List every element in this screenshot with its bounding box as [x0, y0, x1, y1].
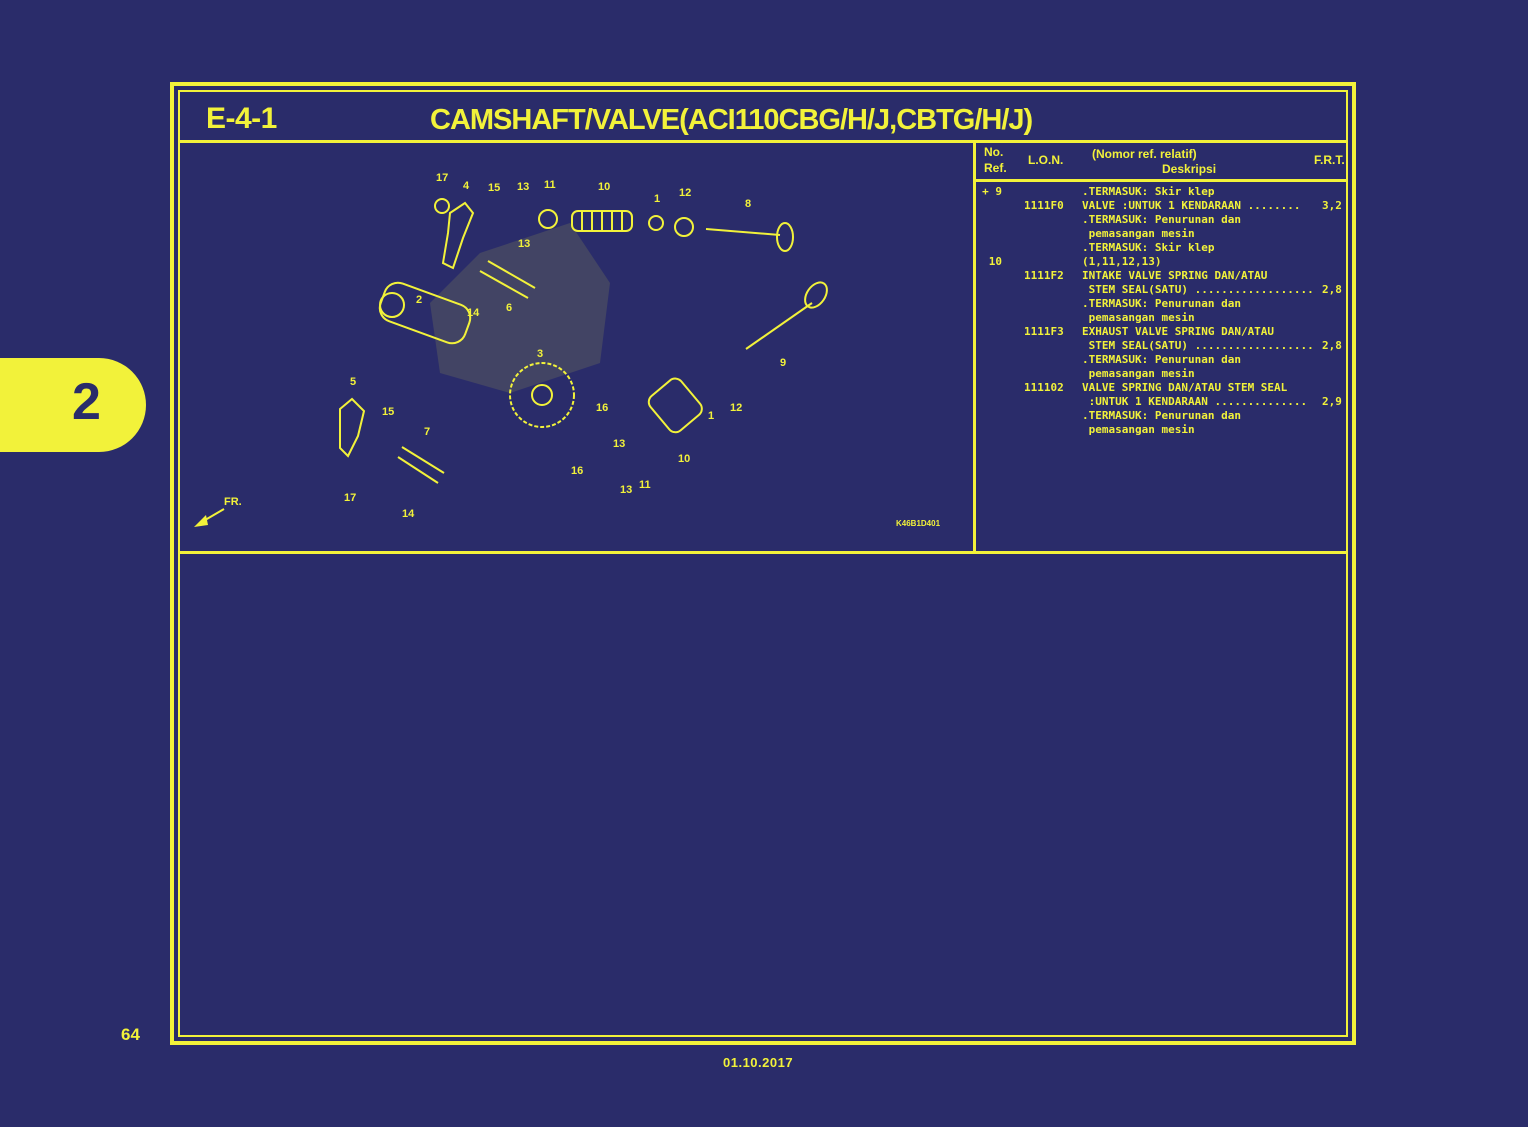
parts-list: No. Ref. L.O.N. (Nomor ref. relatif) Des… [976, 143, 1346, 554]
callout-1b: 1 [708, 410, 714, 422]
callout-13b: 13 [518, 238, 530, 250]
callout-6: 6 [506, 302, 512, 314]
col-desc: Deskripsi [1162, 162, 1217, 176]
rocker-shaft-lower[interactable] [397, 446, 445, 484]
callout-15: 15 [488, 182, 500, 194]
table-row[interactable]: .TERMASUK: Skir klep [1082, 241, 1215, 254]
callout-8: 8 [745, 198, 751, 210]
rocker-arm-upper[interactable] [434, 198, 475, 270]
section-code: E-4-1 [206, 102, 277, 135]
spring-retainer-upper[interactable] [674, 217, 694, 237]
valve-seal-upper[interactable] [648, 215, 664, 231]
table-row[interactable]: STEM SEAL(SATU) ..................2,8 [1082, 339, 1342, 352]
valve-spring-lower[interactable] [646, 375, 706, 435]
table-row[interactable]: 10(1,11,12,13) [988, 255, 1162, 268]
callout-2: 2 [416, 294, 422, 306]
diagram-svg: FR. 17 4 15 13 11 10 1 12 8 13 6 14 2 [194, 172, 831, 527]
callout-16b: 16 [571, 465, 583, 477]
publication-date: 01.10.2017 [723, 1055, 794, 1070]
table-row[interactable]: pemasangan mesin [1082, 311, 1195, 324]
callout-12b: 12 [730, 402, 742, 414]
table-row[interactable]: STEM SEAL(SATU) ..................2,8 [1082, 283, 1342, 296]
table-row[interactable]: pemasangan mesin [1082, 227, 1195, 240]
table-row[interactable]: .TERMASUK: Penurunan dan [1082, 353, 1241, 366]
parts-page-inner: E-4-1 CAMSHAFT/VALVE(ACI110CBG/H/J,CBTG/… [178, 90, 1348, 1037]
cam-sprocket[interactable] [509, 362, 575, 428]
callout-17b: 17 [344, 492, 356, 504]
table-row[interactable]: pemasangan mesin [1082, 367, 1195, 380]
col-desc-note: (Nomor ref. relatif) [1092, 147, 1197, 161]
valve-spring-upper[interactable] [571, 210, 633, 232]
callout-13c: 13 [613, 438, 625, 450]
page-title: CAMSHAFT/VALVE(ACI110CBG/H/J,CBTG/H/J) [430, 104, 1033, 136]
callout-13d: 13 [620, 484, 632, 496]
exploded-diagram: FR. 17 4 15 13 11 10 1 12 8 13 6 14 2 [180, 143, 976, 554]
callout-12: 12 [679, 187, 691, 199]
callout-11: 11 [544, 179, 556, 191]
rocker-arm-lower[interactable] [339, 397, 366, 458]
valve-cotter-upper[interactable] [538, 209, 558, 229]
col-no: No. [984, 145, 1004, 159]
front-direction-arrow: FR. [194, 496, 242, 527]
parts-list-header: No. Ref. L.O.N. (Nomor ref. relatif) Des… [976, 143, 1346, 182]
callout-7: 7 [424, 426, 430, 438]
col-frt: F.R.T. [1314, 153, 1345, 167]
callout-11b: 11 [639, 479, 651, 491]
camshaft[interactable] [376, 279, 474, 347]
chapter-tab[interactable]: 2 [0, 358, 146, 452]
table-row[interactable]: :UNTUK 1 KENDARAAN ..............2,9 [1082, 395, 1342, 408]
callout-10: 10 [598, 181, 610, 193]
table-row[interactable]: .TERMASUK: Penurunan dan [1082, 409, 1241, 422]
callout-10b: 10 [678, 453, 690, 465]
callout-14: 14 [467, 307, 480, 319]
table-row[interactable]: .TERMASUK: Penurunan dan [1082, 213, 1241, 226]
diagram-shading [430, 223, 610, 393]
table-row[interactable]: + 9.TERMASUK: Skir klep [982, 185, 1215, 198]
callout-16: 16 [596, 402, 608, 414]
title-row: E-4-1 CAMSHAFT/VALVE(ACI110CBG/H/J,CBTG/… [180, 92, 1346, 143]
table-row[interactable]: .TERMASUK: Penurunan dan [1082, 297, 1241, 310]
front-label: FR. [224, 496, 242, 508]
callout-3: 3 [537, 348, 543, 360]
callout-1: 1 [654, 193, 660, 205]
table-row[interactable]: pemasangan mesin [1082, 423, 1195, 436]
callout-5: 5 [350, 376, 356, 388]
callout-4: 4 [463, 180, 470, 192]
exhaust-valve[interactable] [705, 222, 794, 252]
callout-13: 13 [517, 181, 529, 193]
col-lon: L.O.N. [1028, 153, 1064, 167]
callout-17: 17 [436, 172, 448, 184]
callout-9: 9 [780, 357, 786, 369]
rocker-shaft-upper[interactable] [479, 260, 536, 299]
callout-labels: 17 4 15 13 11 10 1 12 8 13 6 14 2 9 3 5 [344, 172, 786, 520]
page-number: 64 [121, 1025, 140, 1044]
col-ref: Ref. [984, 161, 1007, 175]
callout-14b: 14 [402, 508, 415, 520]
intake-valve[interactable] [745, 278, 831, 350]
chapter-tab-label: 2 [72, 373, 101, 431]
parts-page-frame: E-4-1 CAMSHAFT/VALVE(ACI110CBG/H/J,CBTG/… [170, 82, 1356, 1045]
drawing-code: K46B1D401 [896, 519, 941, 528]
callout-15b: 15 [382, 406, 394, 418]
